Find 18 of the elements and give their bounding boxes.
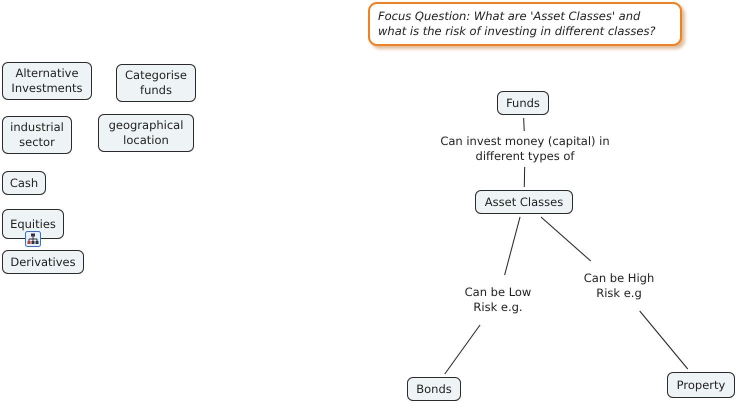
concept-box: Derivatives xyxy=(2,250,84,274)
connector-line xyxy=(639,310,688,370)
concept-box: Categorise funds xyxy=(116,64,196,102)
concept-box: Bonds xyxy=(407,377,461,401)
connector-line xyxy=(524,166,526,188)
concept-box: Equities xyxy=(2,209,64,239)
concept-box: Cash xyxy=(2,171,46,195)
connector-line xyxy=(504,216,521,276)
connector-line xyxy=(523,118,525,132)
concept-box: industrial sector xyxy=(2,116,72,154)
concept-box: Alternative Investments xyxy=(2,62,92,100)
focus-question-box: Focus Question: What are 'Asset Classes' and what is the risk of investing in different classes? xyxy=(368,2,682,46)
concept-box: Asset Classes xyxy=(475,190,573,214)
connector-line xyxy=(444,324,481,374)
connector-line xyxy=(540,216,592,262)
concept-box: Funds xyxy=(497,91,549,115)
concept-box: Property xyxy=(667,372,735,398)
concept-box: geographical location xyxy=(98,114,194,152)
